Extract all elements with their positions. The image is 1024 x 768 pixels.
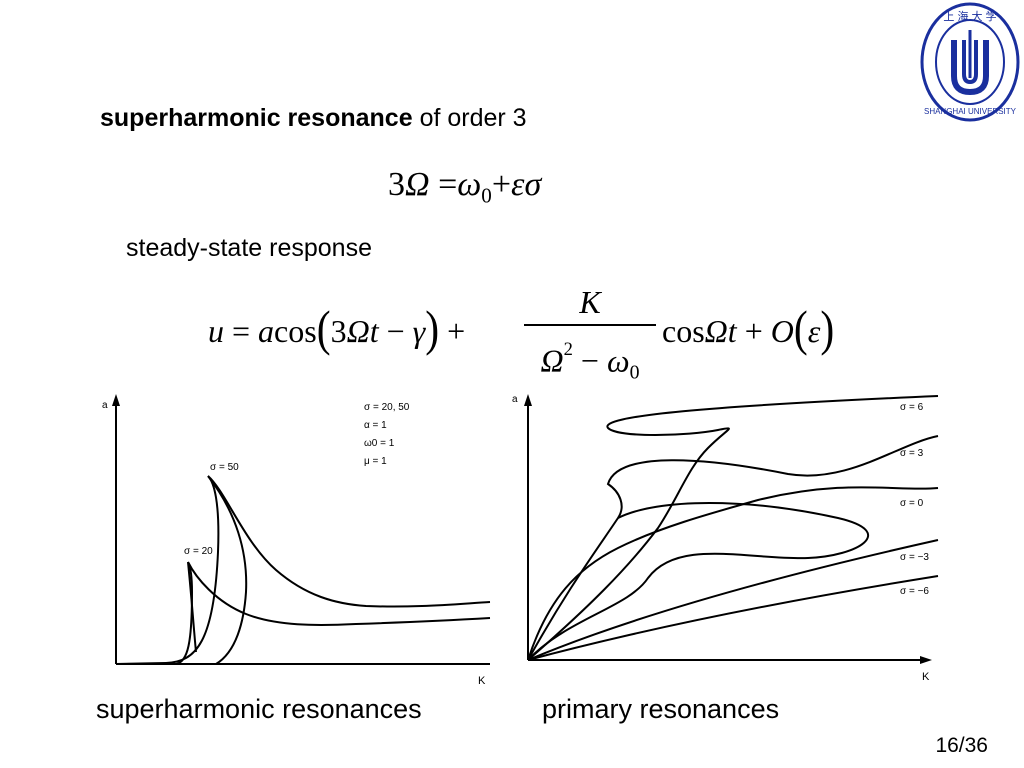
eq2-epsilon: ε — [807, 313, 821, 349]
eq1-w: ω — [457, 166, 482, 203]
label-sigma-0: σ = 0 — [900, 498, 924, 509]
eq2-left: u = acos(3Ωt − γ) + — [208, 300, 466, 356]
x-axis-label: K — [478, 675, 486, 687]
logo-text: SHANGHAI UNIVERSITY — [924, 107, 1017, 116]
eq2-bigO: O — [770, 313, 794, 349]
eq2-three: 3 — [330, 313, 347, 349]
label-sigma-m6: σ = −6 — [900, 586, 929, 597]
eq1-w-sub: 0 — [481, 183, 492, 208]
superharmonic-chart: a K σ = 50 σ = 20 σ = 20, 50 α = 1 ω0 = … — [102, 394, 491, 687]
series-sigma-50 — [115, 475, 491, 665]
title-rest: of order 3 — [412, 104, 527, 132]
y-axis-label: a — [102, 400, 108, 411]
eq2-denominator: Ω2 − ω0 — [540, 339, 640, 384]
eq2-u: u — [208, 313, 224, 349]
university-logo: 上 海 大 学 SHANGHAI UNIVERSITY — [920, 2, 1020, 122]
eq2-a: a — [258, 313, 275, 349]
caption-superharmonic: superharmonic resonances — [96, 694, 422, 724]
primary-resonance-chart: a K σ = 6 σ = 3 σ = 0 σ = −3 σ = −6 — [512, 394, 939, 683]
eq2-equals: = — [224, 313, 259, 349]
eq2-omega: Ω — [346, 313, 370, 349]
title-bold: superharmonic resonance — [100, 104, 413, 132]
eq1-omega: Ω — [405, 166, 430, 203]
resonance-condition-equation: 3Ω =ω0+εσ — [388, 166, 541, 208]
annotation-alpha: α = 1 — [364, 420, 387, 431]
label-sigma-6: σ = 6 — [900, 402, 924, 413]
y-axis-label: a — [512, 394, 518, 405]
series-sigma-50-lower — [218, 552, 490, 665]
eq2-gamma: γ — [412, 313, 426, 349]
page-number: 16/36 — [935, 734, 988, 757]
series-sigma-20-stable-branch — [187, 561, 197, 653]
series-sigma-50-stable-branch — [116, 475, 248, 665]
eq1-sigma: σ — [524, 166, 542, 203]
steady-state-heading: steady-state response — [126, 234, 372, 262]
x-axis-label: K — [922, 671, 930, 683]
caption-primary: primary resonances — [542, 694, 780, 724]
annotation-mu: μ = 1 — [364, 456, 387, 467]
eq1-equals: = — [429, 166, 458, 203]
series-sigma-3 — [527, 435, 939, 661]
eq2-fraction: K Ω2 − ω0 — [524, 282, 656, 393]
eq2-cos2: cos — [662, 313, 705, 349]
series-sigma-0-loop — [527, 502, 869, 661]
svg-text:上 海 大 学: 上 海 大 学 — [943, 9, 996, 23]
eq2-minus: − — [378, 313, 413, 349]
eq1-epsilon: ε — [511, 166, 525, 203]
annotation-sigma-values: σ = 20, 50 — [364, 402, 410, 413]
slide-title: superharmonic resonance of order 3 — [100, 104, 527, 133]
series-sigma-0 — [527, 486, 939, 661]
series-sigma-6 — [527, 395, 939, 661]
annotation-omega0: ω0 = 1 — [364, 438, 395, 449]
eq1-plus: + — [491, 166, 512, 203]
label-sigma-3: σ = 3 — [900, 448, 924, 459]
series-sigma-20 — [175, 561, 491, 665]
series-sigma-m3 — [527, 539, 939, 661]
eq1-coefficient: 3 — [388, 166, 405, 203]
eq2-right: cosΩt + O(ε) — [662, 300, 835, 356]
series-sigma-m6 — [527, 575, 939, 661]
eq2-cos1: cos — [274, 313, 317, 349]
eq2-numerator: K — [579, 284, 601, 320]
label-sigma-20: σ = 20 — [184, 546, 213, 557]
label-sigma-50: σ = 50 — [210, 462, 239, 473]
label-sigma-m3: σ = −3 — [900, 552, 929, 563]
eq2-plus: + — [439, 313, 466, 349]
eq2-t: t — [369, 313, 379, 349]
